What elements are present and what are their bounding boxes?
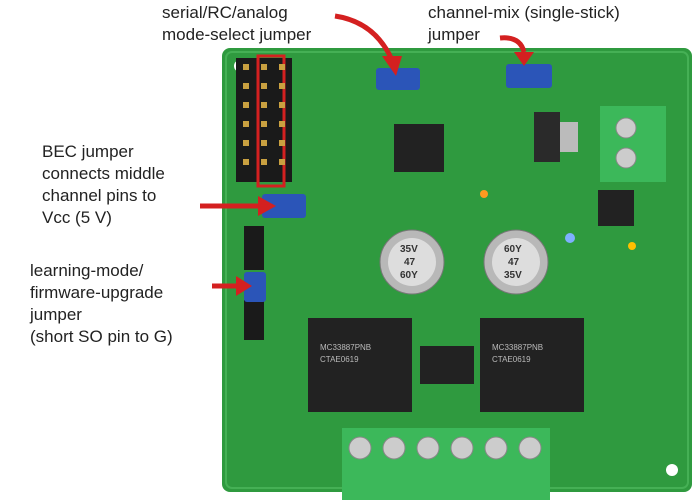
led xyxy=(565,233,575,243)
header-pin xyxy=(261,83,267,89)
capacitor-left: 35V 47 60Y xyxy=(379,229,445,295)
header-pin xyxy=(261,64,267,70)
header-pin xyxy=(279,121,285,127)
capacitor-value: 47 xyxy=(404,257,416,268)
header-pin xyxy=(261,102,267,108)
terminal-screw xyxy=(450,436,474,460)
capacitor-value: 47 xyxy=(508,257,520,268)
bec-jumper xyxy=(262,194,306,218)
header-pin xyxy=(261,159,267,165)
motor-terminal-block xyxy=(342,428,550,500)
terminal-screw xyxy=(484,436,508,460)
header-pin xyxy=(279,64,285,70)
motor-driver-chip-left: MC33887PNB CTAE0619 xyxy=(308,318,412,412)
svg-text:CTAE0619: CTAE0619 xyxy=(320,355,359,364)
led xyxy=(480,190,488,198)
header-pin xyxy=(279,83,285,89)
microcontroller-chip xyxy=(394,124,444,172)
capacitor-voltage: 35V xyxy=(504,270,522,281)
svg-text:MC33887PNB: MC33887PNB xyxy=(320,343,371,352)
voltage-regulator xyxy=(534,112,560,162)
terminal-screw xyxy=(348,436,372,460)
mounting-hole xyxy=(666,464,678,476)
svg-text:CTAE0619: CTAE0619 xyxy=(492,355,531,364)
header-pin xyxy=(279,102,285,108)
header-pin xyxy=(243,64,249,70)
mode-select-jumper xyxy=(376,68,420,90)
header-pin xyxy=(243,140,249,146)
channel-mix-jumper xyxy=(506,64,552,88)
capacitor-voltage: 35V xyxy=(400,244,418,255)
terminal-screw xyxy=(518,436,542,460)
svg-text:MC33887PNB: MC33887PNB xyxy=(492,343,543,352)
label-channel-mix: channel-mix (single-stick)jumper xyxy=(428,3,620,44)
header-pin xyxy=(243,102,249,108)
header-pin xyxy=(243,83,249,89)
header-pin xyxy=(261,140,267,146)
small-ic xyxy=(598,190,634,226)
header-pin xyxy=(279,140,285,146)
motor-driver-chip-right: MC33887PNB CTAE0619 xyxy=(480,318,584,412)
arrow-mode-select xyxy=(334,13,395,62)
power-terminal-block xyxy=(600,106,666,182)
capacitor-code: 60Y xyxy=(504,244,522,255)
terminal-screw xyxy=(416,436,440,460)
led xyxy=(628,242,636,250)
annotation-arrows xyxy=(200,13,527,289)
header-pin xyxy=(243,121,249,127)
header-pin xyxy=(243,159,249,165)
learning-mode-jumper xyxy=(244,272,266,302)
label-learning-mode: learning-mode/firmware-upgrade jumper(sh… xyxy=(30,261,173,346)
header-pin xyxy=(261,121,267,127)
capacitor-right: 60Y 47 35V xyxy=(483,229,549,295)
capacitor-code: 60Y xyxy=(400,270,418,281)
header-pin xyxy=(279,159,285,165)
terminal-screw xyxy=(382,436,406,460)
lower-header-pins xyxy=(244,226,264,270)
arrow-channel-mix xyxy=(499,35,527,53)
center-ic xyxy=(420,346,474,384)
